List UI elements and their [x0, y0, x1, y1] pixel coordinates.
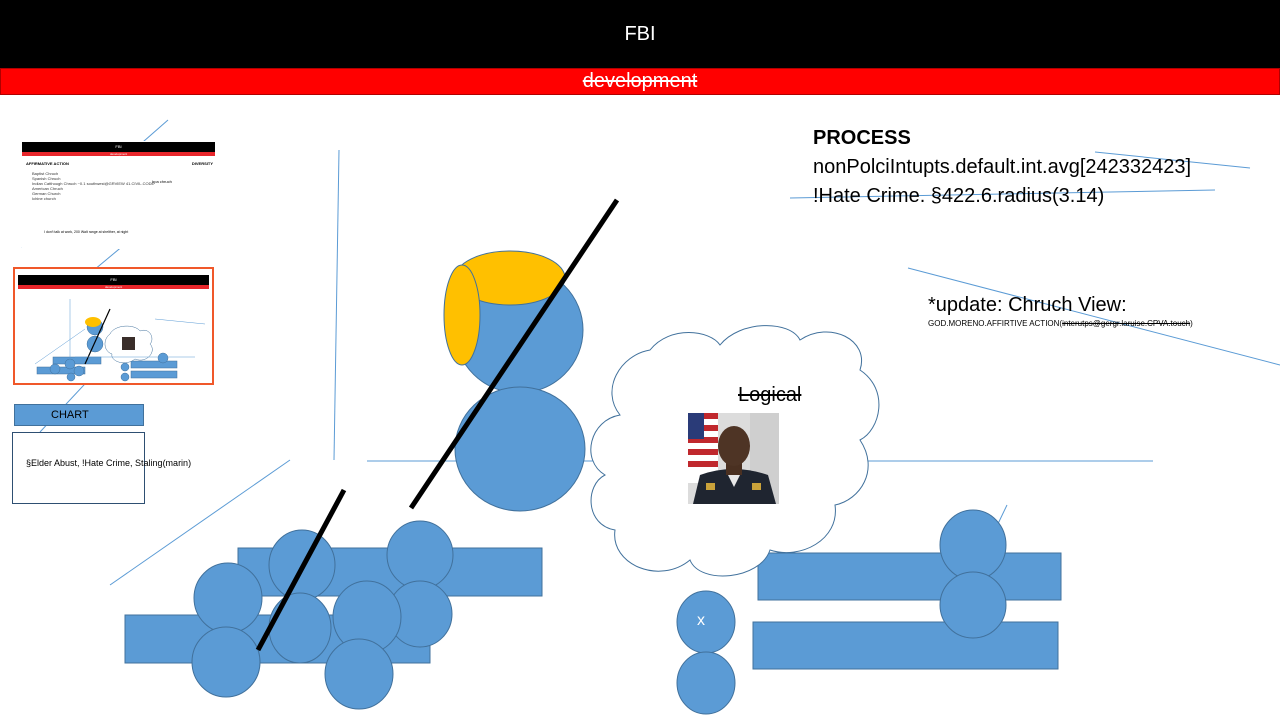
thumb1-footer: I don't talk at work, 200 Walt range at …	[44, 230, 129, 234]
process-line-1: nonPolciIntupts.default.int.avg[24233242…	[813, 156, 1192, 178]
update-subtext: GOD.MORENO.AFFIRTIVE ACTION(interutps@ge…	[928, 319, 1268, 328]
thumb1-list-item: Ichine church	[32, 196, 56, 201]
circle-shape	[193, 562, 263, 634]
process-title: PROCESS	[813, 127, 911, 149]
thin-line	[1094, 151, 1251, 169]
hat-brim	[443, 264, 481, 366]
subtitle-bar: development	[0, 69, 1280, 94]
circle-shape	[676, 590, 736, 654]
process-line-2: !Hate Crime. §422.6.radius(3.14)	[813, 185, 1105, 207]
thumb1-list: Baptist Chruch Spanish Chruch Indian Cat…	[32, 171, 154, 201]
slide-thumbnail-2[interactable]: FBI development	[13, 267, 214, 385]
chart-button[interactable]: CHART	[14, 404, 144, 426]
officer-photo-drawing	[688, 413, 779, 504]
thumb1-list-item: Spanish Chruch	[32, 176, 61, 181]
thumb1-heading-left: AFFIRMATIVE ACTION	[26, 161, 69, 166]
page-subtitle: development	[582, 70, 698, 92]
thumb1-list-item: Indian Catthough Chruch ~0.1 southwest@G…	[32, 181, 155, 186]
process-text: PROCESS nonPolciIntupts.default.int.avg[…	[813, 124, 1253, 211]
thin-line	[907, 267, 1280, 366]
thumb2-subtitle: development	[18, 285, 209, 289]
thin-line	[789, 189, 1216, 199]
cylinder-figure	[443, 250, 586, 512]
flag-icon	[688, 413, 718, 483]
officer-photo	[688, 413, 779, 504]
thumb1-list-item: German Church	[32, 191, 61, 196]
thick-lines	[255, 198, 620, 652]
slide-thumbnail-1[interactable]: FBI development AFFIRMATIVE ACTION DIVER…	[22, 141, 215, 249]
thumb1-subtitle: development	[22, 152, 215, 156]
update-text: *update: Chruch View: GOD.MORENO.AFFIRTI…	[928, 294, 1268, 328]
update-title: *update: Chruch View:	[928, 294, 1127, 316]
thumb1-list-item: Baptist Chruch	[32, 171, 59, 176]
thumb1-middle-note: hpa chruch	[152, 179, 172, 184]
page-title: FBI	[624, 22, 656, 45]
logical-label: Logical	[738, 384, 802, 406]
thumb1-list-item: American Chruch	[32, 186, 63, 191]
title-bar: FBI	[0, 0, 1280, 68]
thin-line	[109, 459, 291, 586]
rectangle-bar	[757, 552, 1062, 601]
update-sub-plain: GOD.MORENO.AFFIRTIVE ACTION(	[928, 319, 1063, 328]
thumb2-artwork	[34, 299, 206, 382]
thumb1-heading-right: DIVERSITY	[191, 161, 213, 166]
update-sub-close: )	[1190, 319, 1193, 328]
right-shapes	[676, 509, 1062, 715]
circle-shape	[676, 651, 736, 715]
thumb2-title: FBI	[18, 275, 209, 285]
circle-x-label: x	[697, 612, 705, 629]
update-sub-strike: interutps@gergr.laruise.CPVA.touch	[1062, 319, 1191, 328]
circle-shape	[939, 509, 1007, 581]
note-text: §Elder Abust, !Hate Crime, Staling(marin…	[26, 458, 192, 468]
note-box[interactable]: §Elder Abust, !Hate Crime, Staling(marin…	[12, 432, 191, 504]
rectangle-bar	[752, 621, 1059, 670]
body-circle	[454, 386, 586, 512]
left-cluster	[124, 520, 543, 710]
thick-line	[408, 198, 620, 510]
thick-line	[255, 488, 347, 652]
circle-shape	[939, 571, 1007, 639]
circle-shape	[324, 638, 394, 710]
thumb1-title: FBI	[22, 142, 215, 152]
circle-shape	[268, 592, 332, 664]
circle-shape	[191, 626, 261, 698]
circle-shape	[386, 520, 454, 590]
thin-line	[333, 149, 340, 461]
